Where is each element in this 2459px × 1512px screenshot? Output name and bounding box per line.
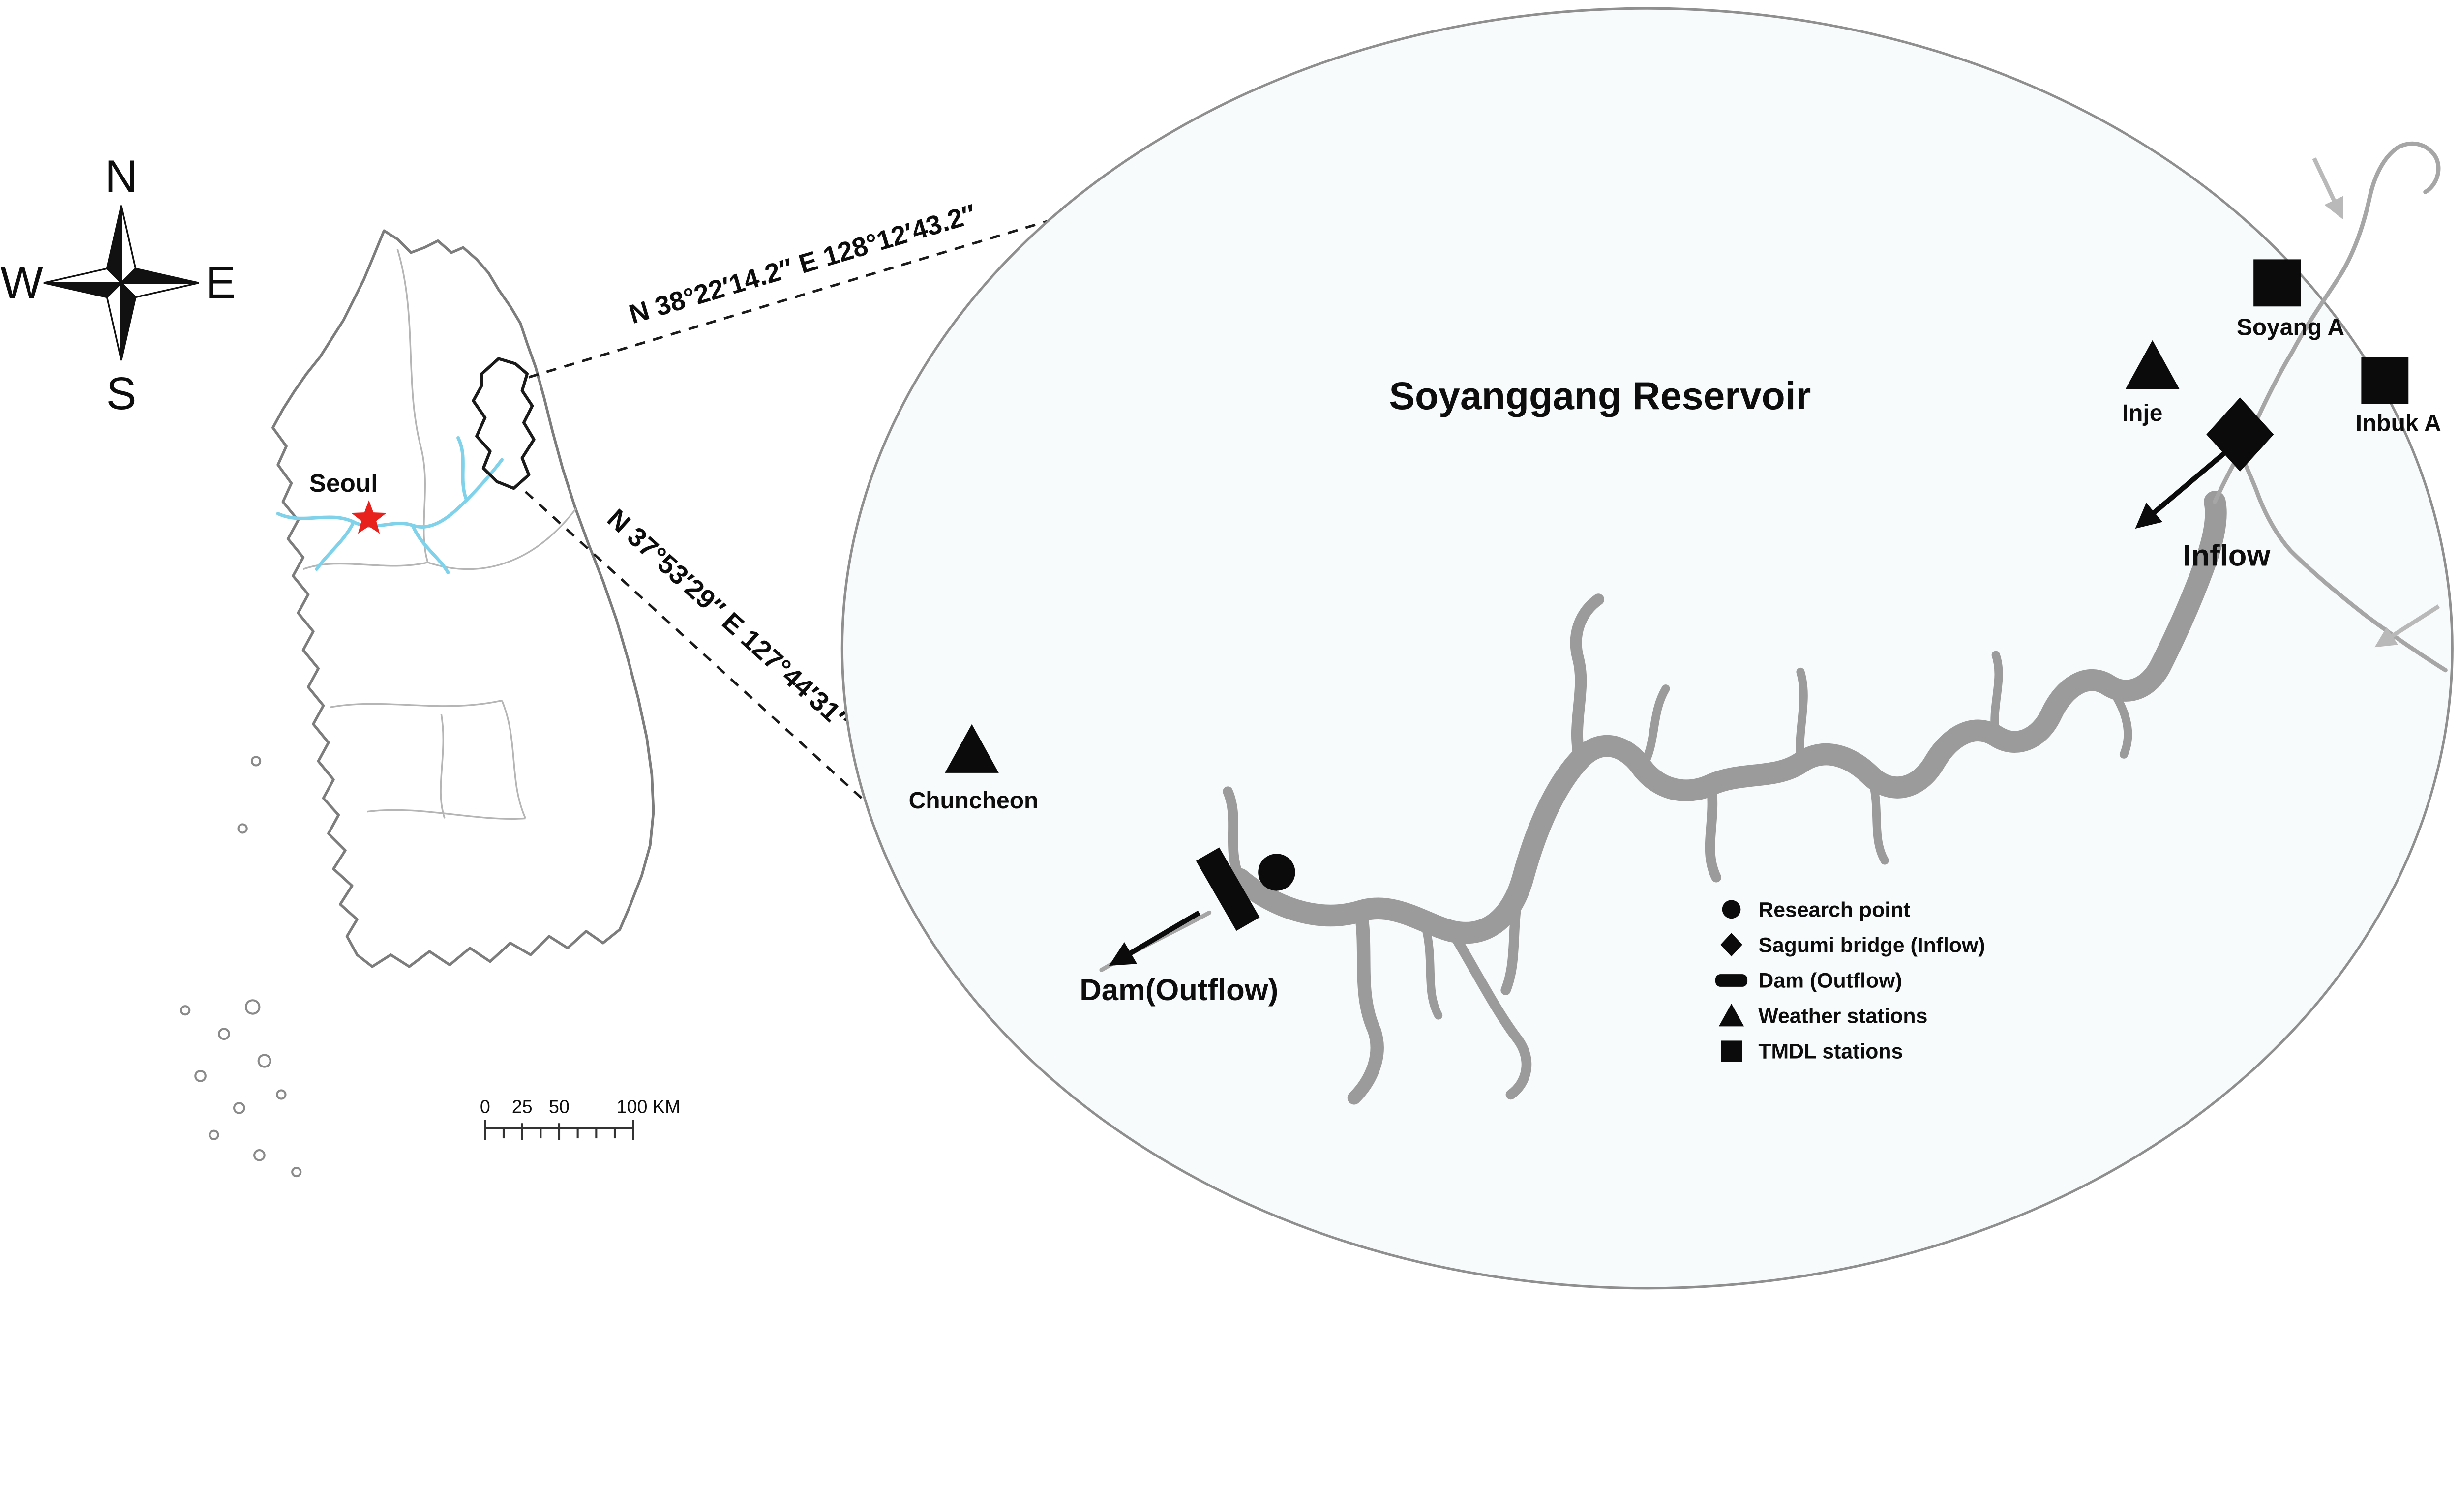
coordinate-label-upper: N 38°22′14.2″ E 128°12′43.2″ [626, 198, 979, 329]
flow-arrow-east-icon [2374, 604, 2440, 648]
sagumi-bridge-marker [2206, 397, 2274, 472]
coastal-islands [180, 756, 302, 1178]
compass-star-icon [43, 205, 199, 361]
han-river [276, 436, 504, 574]
figure-canvas: N E S W [0, 7, 2454, 1290]
scale-ruler [484, 1120, 634, 1140]
legend-label-weather-stations: Weather stations [1758, 1004, 1927, 1028]
tmdl-station-icon [1721, 1040, 1742, 1062]
scale-bar: 0 25 50 100 KM [480, 1097, 681, 1140]
weather-station-marker-chuncheon [945, 724, 999, 773]
seoul-label: Seoul [309, 469, 378, 497]
legend-item-dam: Dam (Outflow) [1715, 969, 1902, 993]
tmdl-marker-soyang-a [2253, 259, 2301, 307]
legend-label-sagumi-bridge: Sagumi bridge (Inflow) [1758, 934, 1985, 957]
dam-marker [1196, 847, 1260, 931]
callout-line-lower [524, 491, 870, 806]
inflow-label: Inflow [2183, 539, 2271, 573]
tmdl-marker-inbuk-a [2361, 357, 2409, 404]
legend-item-research-point: Research point [1722, 898, 1911, 922]
inset-ellipse [840, 7, 2454, 1290]
soyang-watershed-outline [472, 357, 536, 490]
seoul-star-icon [351, 500, 387, 534]
compass-rose: N E S W [0, 150, 236, 419]
sagumi-bridge-icon [1720, 933, 1742, 957]
dam-outflow-label: Dam(Outflow) [1080, 973, 1278, 1007]
dam-icon [1715, 974, 1748, 987]
scale-label-0: 0 [480, 1097, 490, 1117]
legend: Research point Sagumi bridge (Inflow) Da… [1715, 898, 1985, 1063]
callout-line-upper [528, 219, 1050, 379]
korea-mainland [271, 229, 655, 968]
legend-item-sagumi-bridge: Sagumi bridge (Inflow) [1720, 933, 1985, 957]
legend-item-tmdl-stations: TMDL stations [1721, 1039, 1903, 1063]
korea-map: Seoul [180, 229, 655, 1178]
inflow-arrow-icon [2135, 449, 2228, 529]
reservoir-water [1223, 491, 2227, 1105]
legend-label-dam: Dam (Outflow) [1758, 969, 1902, 993]
research-point-marker [1258, 854, 1295, 891]
legend-label-research-point: Research point [1758, 898, 1910, 922]
station-label-chuncheon: Chuncheon [909, 788, 1039, 814]
compass-east-label: E [206, 257, 236, 308]
compass-west-label: W [0, 257, 43, 308]
legend-label-tmdl-stations: TMDL stations [1758, 1039, 1903, 1063]
flow-arrow-north-icon [2312, 157, 2344, 220]
station-label-inje: Inje [2122, 400, 2163, 426]
compass-north-label: N [105, 150, 138, 202]
weather-station-marker-inje [2125, 340, 2180, 389]
scale-label-25: 25 [512, 1097, 533, 1117]
station-label-inbuk-a: Inbuk A [2356, 411, 2441, 437]
station-label-soyang-a: Soyang A [2237, 315, 2344, 341]
map-figure: N E S W [0, 7, 2454, 1290]
scale-label-50: 50 [549, 1097, 570, 1117]
reservoir-inset: Soyanggang Reservoir [840, 7, 2454, 1290]
reservoir-title: Soyanggang Reservoir [1389, 374, 1811, 417]
outflow-arrow-icon [1109, 910, 1200, 966]
compass-south-label: S [106, 368, 137, 419]
scale-label-100km: 100 KM [617, 1097, 681, 1117]
weather-station-icon [1718, 1004, 1744, 1027]
legend-item-weather-stations: Weather stations [1718, 1004, 1927, 1028]
research-point-icon [1722, 900, 1741, 919]
